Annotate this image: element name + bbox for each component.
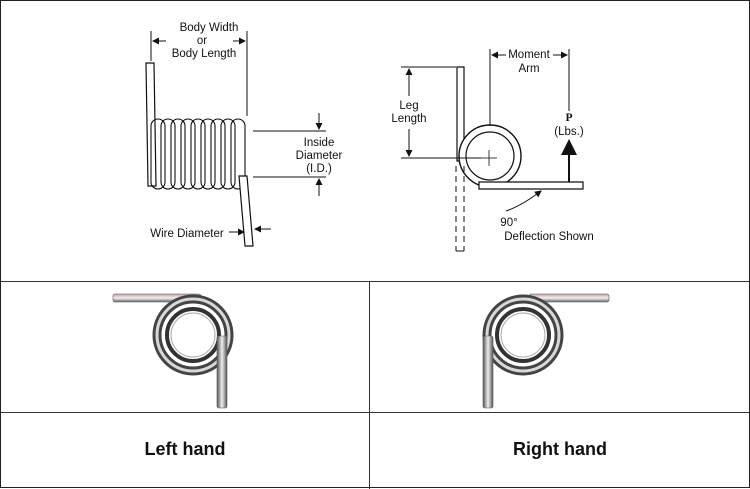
row-divider-bottom [1,412,749,413]
force-label-2: (Lbs.) [554,126,584,138]
row-divider-top [1,281,749,282]
moment-arm-label-2: Arm [518,63,539,75]
body-width-label-2: or [197,35,207,47]
leg-length-label-1: Leg [399,100,418,112]
body-width-label-1: Body Width [180,22,239,34]
left-hand-label: Left hand [144,439,226,459]
deflection-label-1: 90° [500,217,517,229]
deflection-label-2: Deflection Shown [504,231,594,243]
left-hand-spring-image [112,293,234,409]
column-divider [369,281,370,489]
spring-body-diagram: Body Width or Body Length Inside Diamete… [145,22,343,247]
inside-diameter-label-2: Diameter [296,150,343,162]
wire-diameter-label: Wire Diameter [150,228,224,240]
leg-length-label-2: Length [391,113,426,125]
moment-arm-label-1: Moment [508,49,550,61]
force-arrow-icon [561,139,577,155]
body-width-label-3: Body Length [172,48,237,60]
spring-moment-diagram: Leg Length Moment Arm P (Lbs.) 90° Defle… [391,49,594,252]
inside-diameter-label-1: Inside [304,137,335,149]
right-hand-spring-image [482,293,610,409]
inside-diameter-label-3: (I.D.) [306,163,332,175]
force-label-1: P [565,112,572,124]
right-hand-label: Right hand [513,439,607,459]
